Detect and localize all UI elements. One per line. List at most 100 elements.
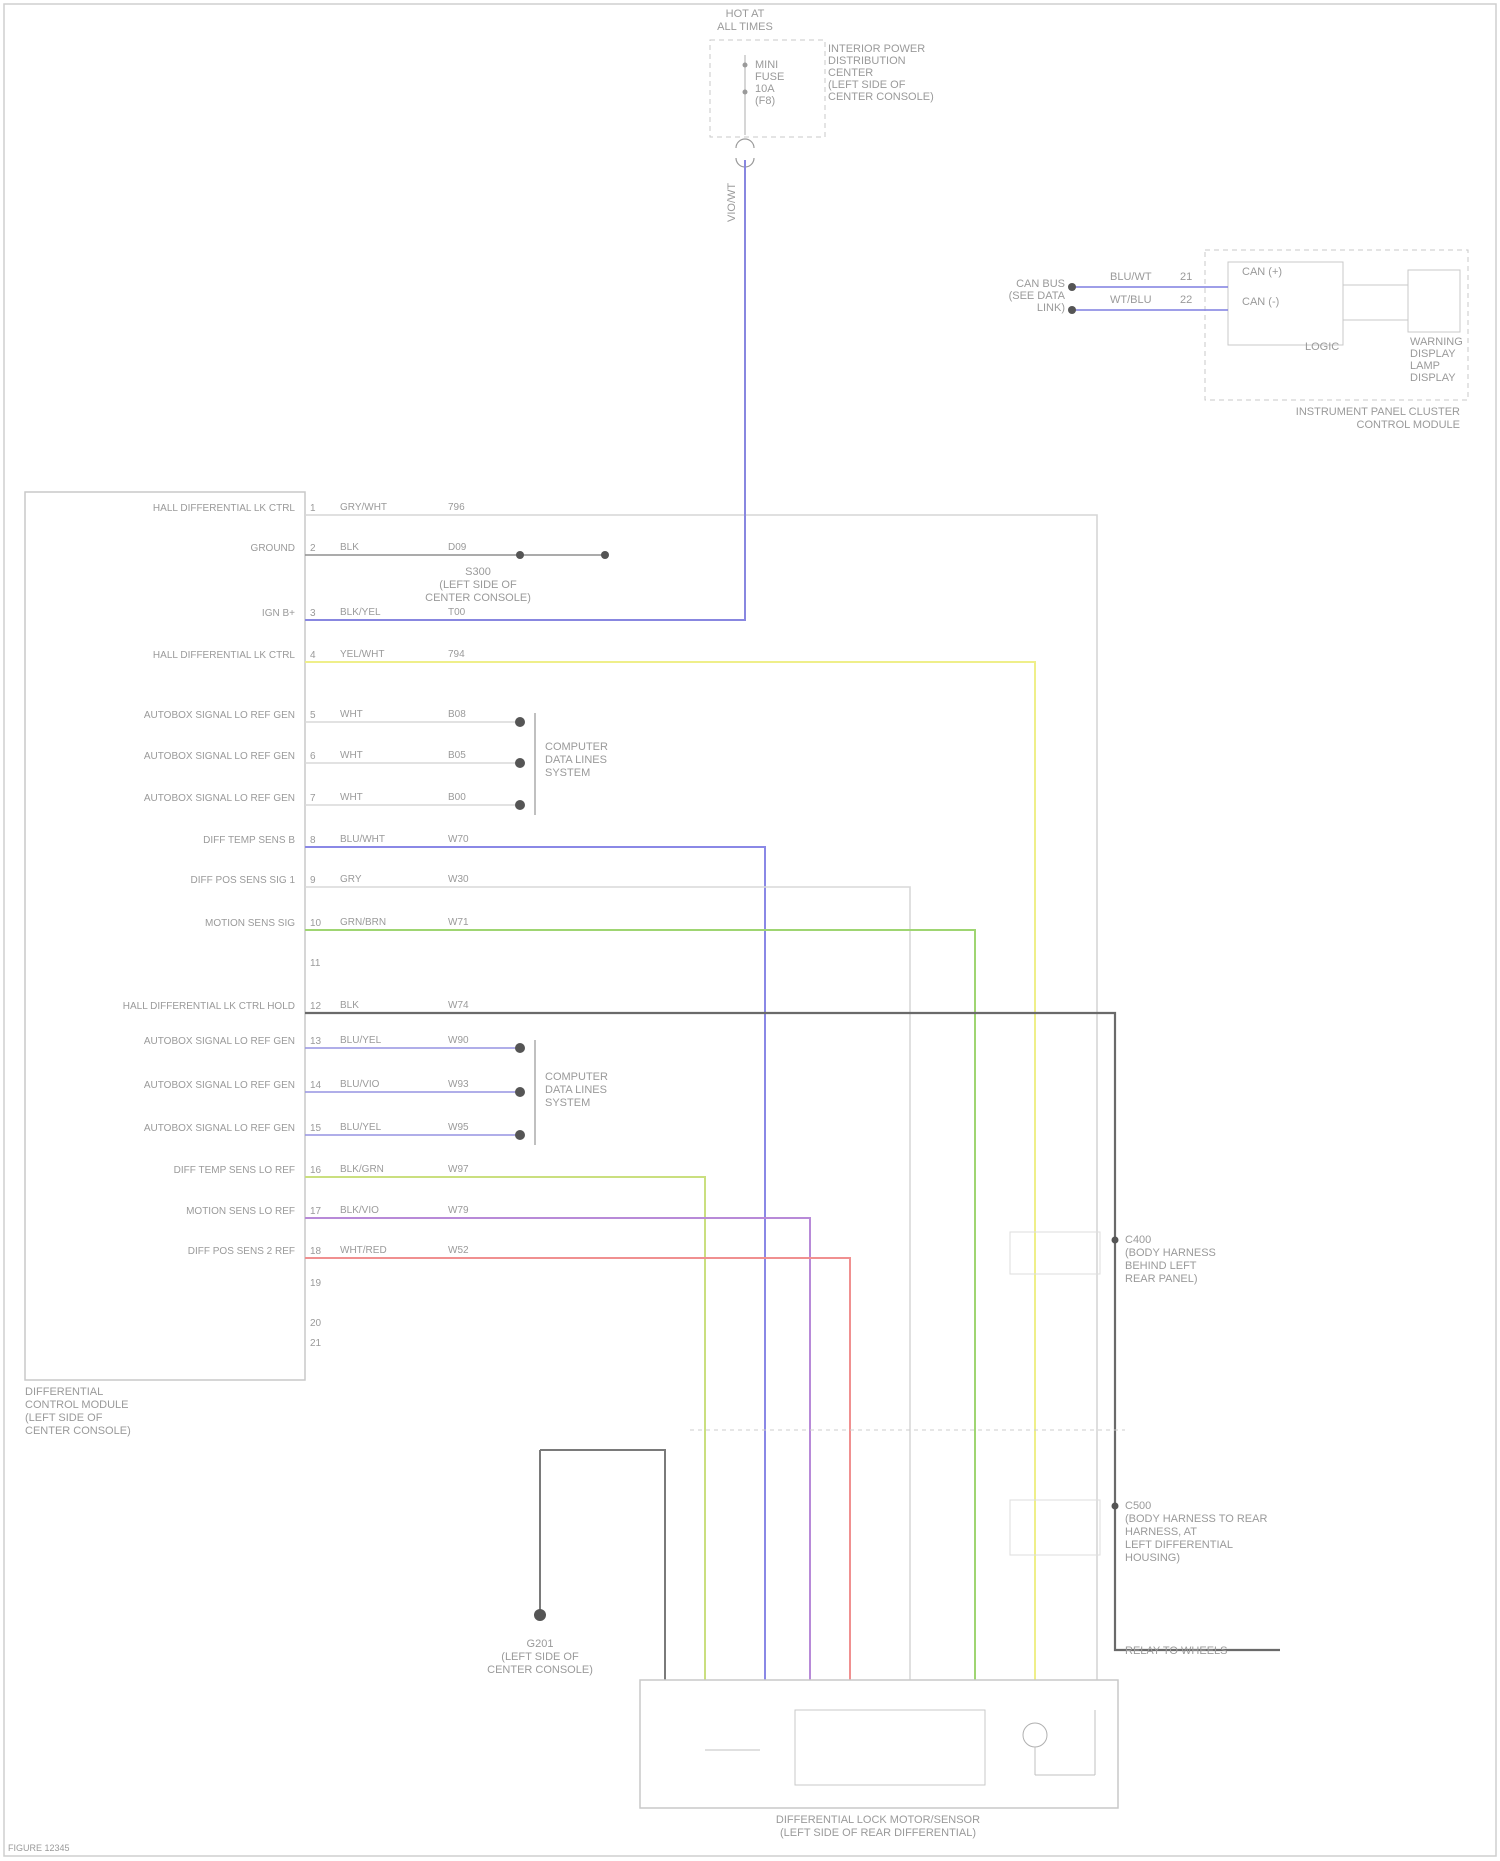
pin-function-label: AUTOBOX SIGNAL LO REF GEN	[144, 1036, 295, 1047]
wire-color-code: BLU/VIO	[340, 1079, 380, 1090]
pin-number: 11	[310, 958, 321, 969]
fuse-desc-1: INTERIOR POWER	[828, 43, 925, 55]
pin-number: 7	[310, 793, 316, 804]
can-bus-1-line-1: COMPUTER	[545, 741, 608, 753]
pin-number: 13	[310, 1036, 322, 1047]
circuit-number: W70	[448, 834, 469, 845]
wire-color-code: BLU/WHT	[340, 834, 385, 845]
pin-function-label: AUTOBOX SIGNAL LO REF GEN	[144, 793, 295, 804]
wire-color-code: BLK/YEL	[340, 607, 381, 618]
pin-number: 1	[310, 503, 316, 514]
pin-function-label: HALL DIFFERENTIAL LK CTRL	[153, 650, 296, 661]
fuse-desc-3: CENTER	[828, 67, 873, 79]
module-pin-row: 21	[310, 1338, 322, 1349]
fuse-title-line-2: ALL TIMES	[717, 21, 773, 33]
differential-control-module: DIFFERENTIAL CONTROL MODULE (LEFT SIDE O…	[25, 492, 305, 1437]
pin-function-label: GROUND	[251, 543, 295, 554]
cluster-bus-2: (SEE DATA	[1009, 290, 1066, 302]
wire-color-code: WHT/RED	[340, 1245, 387, 1256]
fuse-rating: 10A	[755, 83, 775, 95]
c500-line-4: LEFT DIFFERENTIAL	[1125, 1539, 1233, 1551]
wire-color-code: GRN/BRN	[340, 917, 386, 928]
ground-label-1: G201	[527, 1638, 554, 1650]
splice-label-3: CENTER CONSOLE)	[425, 592, 531, 604]
pin-number: 15	[310, 1123, 322, 1134]
fuse-line-2: FUSE	[755, 71, 784, 83]
can-bus-1-line-3: SYSTEM	[545, 767, 590, 779]
pin-function-label: AUTOBOX SIGNAL LO REF GEN	[144, 751, 295, 762]
module-pin-row: 19	[310, 1278, 322, 1289]
pin-function-label: DIFF POS SENS 2 REF	[188, 1246, 295, 1257]
circuit-number: W52	[448, 1245, 469, 1256]
figure-footer: FIGURE 12345	[8, 1843, 70, 1853]
module-pin-row: DIFF TEMP SENS LO REF 16 BLK/GRN W97	[174, 1164, 469, 1176]
module-name-4: CENTER CONSOLE)	[25, 1425, 131, 1437]
module-pin-row: HALL DIFFERENTIAL LK CTRL 1 GRY/WHT 796	[153, 502, 465, 514]
wire-color-code: GRY/WHT	[340, 502, 387, 513]
cluster-module-1: INSTRUMENT PANEL CLUSTER	[1296, 406, 1460, 418]
pin-number: 4	[310, 650, 316, 661]
circuit-number: D09	[448, 542, 467, 553]
cluster-bus-1: CAN BUS	[1016, 278, 1065, 290]
pin-function-label: AUTOBOX SIGNAL LO REF GEN	[144, 710, 295, 721]
pin-number: 12	[310, 1001, 322, 1012]
c400-line-3: BEHIND LEFT	[1125, 1260, 1197, 1272]
circuit-number: T00	[448, 607, 466, 618]
wire-color-code: YEL/WHT	[340, 649, 384, 660]
pin-number: 20	[310, 1318, 322, 1329]
pin-function-label: DIFF TEMP SENS B	[203, 835, 295, 846]
fuse-type-label: MINI	[755, 59, 778, 71]
module-pin-row: AUTOBOX SIGNAL LO REF GEN14BLU/VIOW93	[144, 1079, 469, 1091]
module-pin-row: DIFF TEMP SENS B8BLU/WHTW70	[203, 834, 469, 846]
ground-label-3: CENTER CONSOLE)	[487, 1664, 593, 1676]
module-name-2: CONTROL MODULE	[25, 1399, 129, 1411]
circuit-number: W97	[448, 1164, 469, 1175]
cluster-bus-3: LINK)	[1037, 302, 1065, 314]
circuit-number: W30	[448, 874, 469, 885]
pin-function-label: MOTION SENS LO REF	[186, 1206, 295, 1217]
relay-label: RELAY TO WHEELS	[1125, 1645, 1228, 1657]
connector-c500: C500 (BODY HARNESS TO REAR HARNESS, AT L…	[1010, 1500, 1267, 1564]
fuse-desc-5: CENTER CONSOLE)	[828, 91, 934, 103]
pin-number: 6	[310, 751, 316, 762]
circuit-number: 796	[448, 502, 465, 513]
pin-number: 2	[310, 543, 316, 554]
actuator-line-1: DIFFERENTIAL LOCK MOTOR/SENSOR	[776, 1814, 980, 1826]
pin-function-label: DIFF TEMP SENS LO REF	[174, 1165, 295, 1176]
module-pin-row: HALL DIFFERENTIAL LK CTRL4YEL/WHT794	[153, 649, 465, 661]
pin-function-label: HALL DIFFERENTIAL LK CTRL	[153, 503, 296, 514]
pin-number: 16	[310, 1165, 322, 1176]
fuse-title-line-1: HOT AT	[726, 8, 765, 20]
wire-color-code: WHT	[340, 792, 363, 803]
circuit-number: W71	[448, 917, 469, 928]
pin-function-label: AUTOBOX SIGNAL LO REF GEN	[144, 1123, 295, 1134]
module-pin-row: 11	[310, 958, 321, 969]
circuit-number: W95	[448, 1122, 469, 1133]
cluster-module-2: CONTROL MODULE	[1357, 419, 1461, 431]
pin-number: 9	[310, 875, 316, 886]
pin-number: 18	[310, 1246, 322, 1257]
can-bus-2-line-1: COMPUTER	[545, 1071, 608, 1083]
circuit-number: W74	[448, 1000, 469, 1011]
wire-color-code: GRY	[340, 874, 362, 885]
wire-color-code: BLK/GRN	[340, 1164, 384, 1175]
pin-number: 17	[310, 1206, 322, 1217]
ground-label-2: (LEFT SIDE OF	[501, 1651, 579, 1663]
circuit-number: B00	[448, 792, 466, 803]
cluster-pin-1: 21	[1180, 271, 1192, 283]
c500-line-2: (BODY HARNESS TO REAR	[1125, 1513, 1267, 1525]
pin-function-label: IGN B+	[262, 608, 295, 619]
instrument-cluster: CAN (+) CAN (-) LOGIC WARNING DISPLAY LA…	[1009, 250, 1468, 431]
cluster-wire-2: WT/BLU	[1110, 294, 1152, 306]
splice-label-2: (LEFT SIDE OF	[439, 579, 517, 591]
wire-color-code: BLU/YEL	[340, 1122, 382, 1133]
pin-function-label: HALL DIFFERENTIAL LK CTRL HOLD	[123, 1001, 295, 1012]
c500-line-1: C500	[1125, 1500, 1151, 1512]
c500-line-3: HARNESS, AT	[1125, 1526, 1197, 1538]
pin-number: 10	[310, 918, 322, 929]
